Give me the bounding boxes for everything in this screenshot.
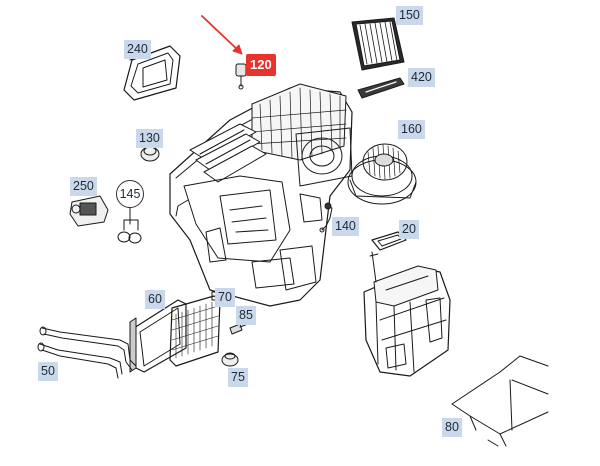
callout-140[interactable]: 140 [332, 217, 359, 236]
callout-160[interactable]: 160 [398, 120, 425, 139]
part-85-screw [229, 323, 249, 335]
part-150-filter [351, 17, 405, 71]
part-145-orings [117, 207, 142, 244]
callout-50[interactable]: 50 [38, 362, 58, 381]
part-250-valve [69, 195, 109, 227]
part-80-harness [451, 355, 549, 447]
callout-20[interactable]: 20 [399, 220, 419, 239]
callout-150[interactable]: 150 [396, 6, 423, 25]
callout-145[interactable]: 145 [116, 180, 144, 208]
part-160-blower [347, 143, 417, 205]
part-120-sensor [235, 63, 247, 90]
callout-85[interactable]: 85 [236, 306, 256, 325]
callout-120[interactable]: 120 [246, 54, 276, 76]
callout-240[interactable]: 240 [124, 40, 151, 59]
part-20-seal [371, 231, 407, 251]
part-60-heater-frame [129, 299, 187, 373]
callout-75[interactable]: 75 [228, 368, 248, 387]
highlight-arrow [201, 15, 243, 55]
callout-250[interactable]: 250 [70, 177, 97, 196]
callout-130[interactable]: 130 [136, 129, 163, 148]
callout-80[interactable]: 80 [442, 418, 462, 437]
callout-70[interactable]: 70 [215, 288, 235, 307]
main-hvac-housing [169, 83, 353, 307]
part-420-bracket [357, 77, 405, 99]
part-50-pipes [37, 326, 137, 379]
lower-housing [363, 251, 451, 377]
callout-420[interactable]: 420 [408, 68, 435, 87]
callout-60[interactable]: 60 [145, 290, 165, 309]
part-130-cap [140, 146, 160, 162]
part-140-sensor-wire [319, 202, 333, 233]
part-75-plug [221, 352, 239, 367]
part-70-heater-core [169, 291, 221, 367]
